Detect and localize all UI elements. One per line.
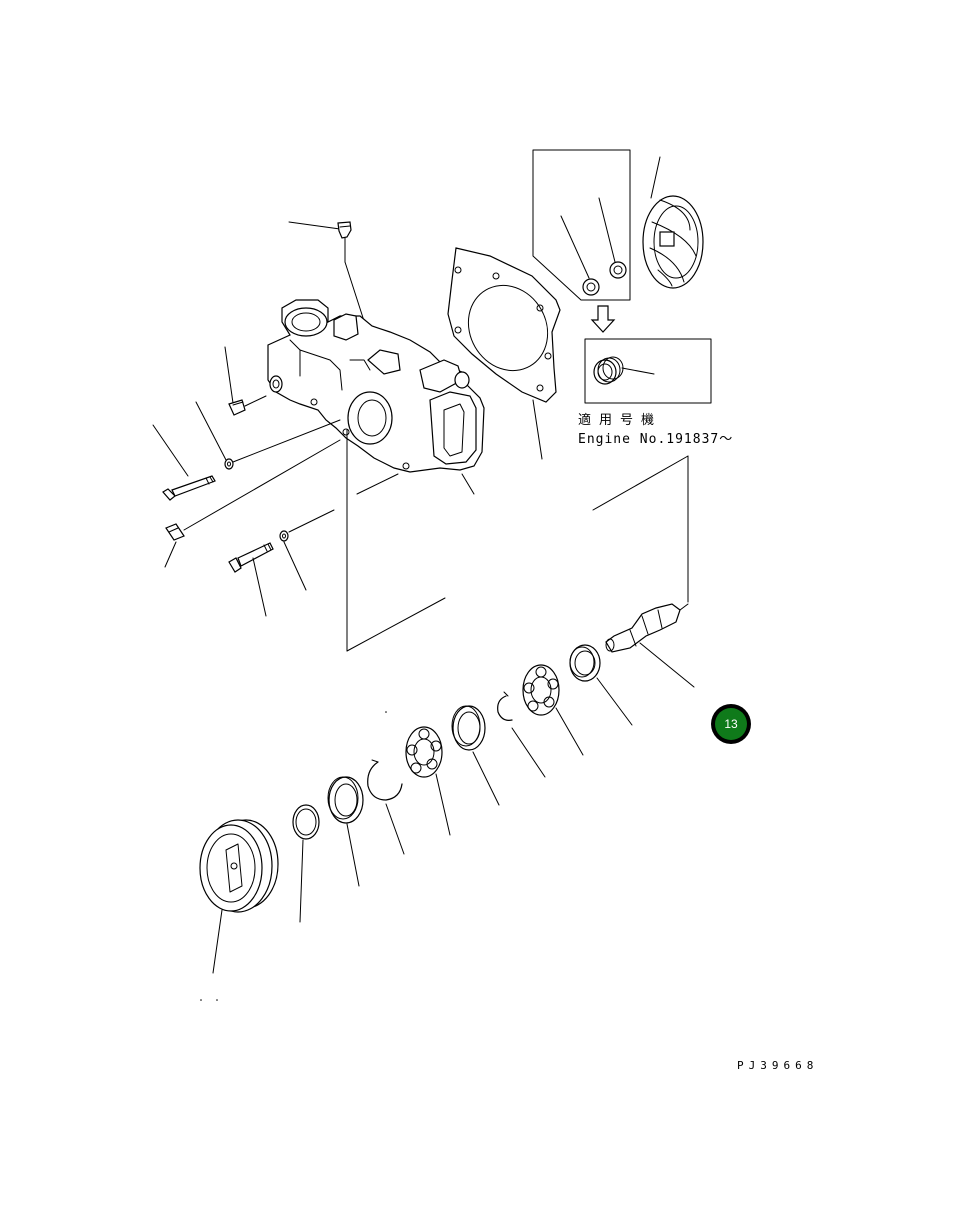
part-washer-lower [279, 509, 335, 591]
part-snap-ring-small [497, 691, 546, 778]
part-bolt-long [152, 424, 216, 501]
part-sleeve [292, 804, 320, 923]
part-plug-fitting [164, 439, 341, 568]
part-pulley [199, 819, 279, 974]
part-bolt-short [228, 542, 274, 617]
page-number-label: 13 [715, 708, 747, 740]
page-number-badge[interactable]: 13 [711, 704, 751, 744]
part-gasket [447, 247, 561, 460]
part-snap-ring-large [367, 759, 405, 855]
part-washer-upper [195, 401, 341, 470]
seal-new-box [584, 338, 712, 404]
part-impeller [642, 156, 704, 289]
shaft-group-bracket [346, 429, 689, 652]
part-pump-body [267, 299, 485, 473]
part-shaft [605, 603, 695, 688]
engine-serial-label: Engine No.191837～ [578, 432, 734, 447]
part-bearing-left [405, 726, 451, 836]
part-bearing-seal [569, 644, 633, 726]
part-oil-seal [327, 776, 364, 887]
applicability-label: 適用号機 [578, 413, 663, 428]
part-spacer [451, 705, 500, 806]
part-bearing-right [522, 664, 584, 756]
drawing-id: PJ39668 [737, 1059, 819, 1072]
arrow-down-icon [590, 305, 616, 333]
part-plug-small [224, 346, 267, 416]
seal-variant-box [532, 149, 631, 301]
